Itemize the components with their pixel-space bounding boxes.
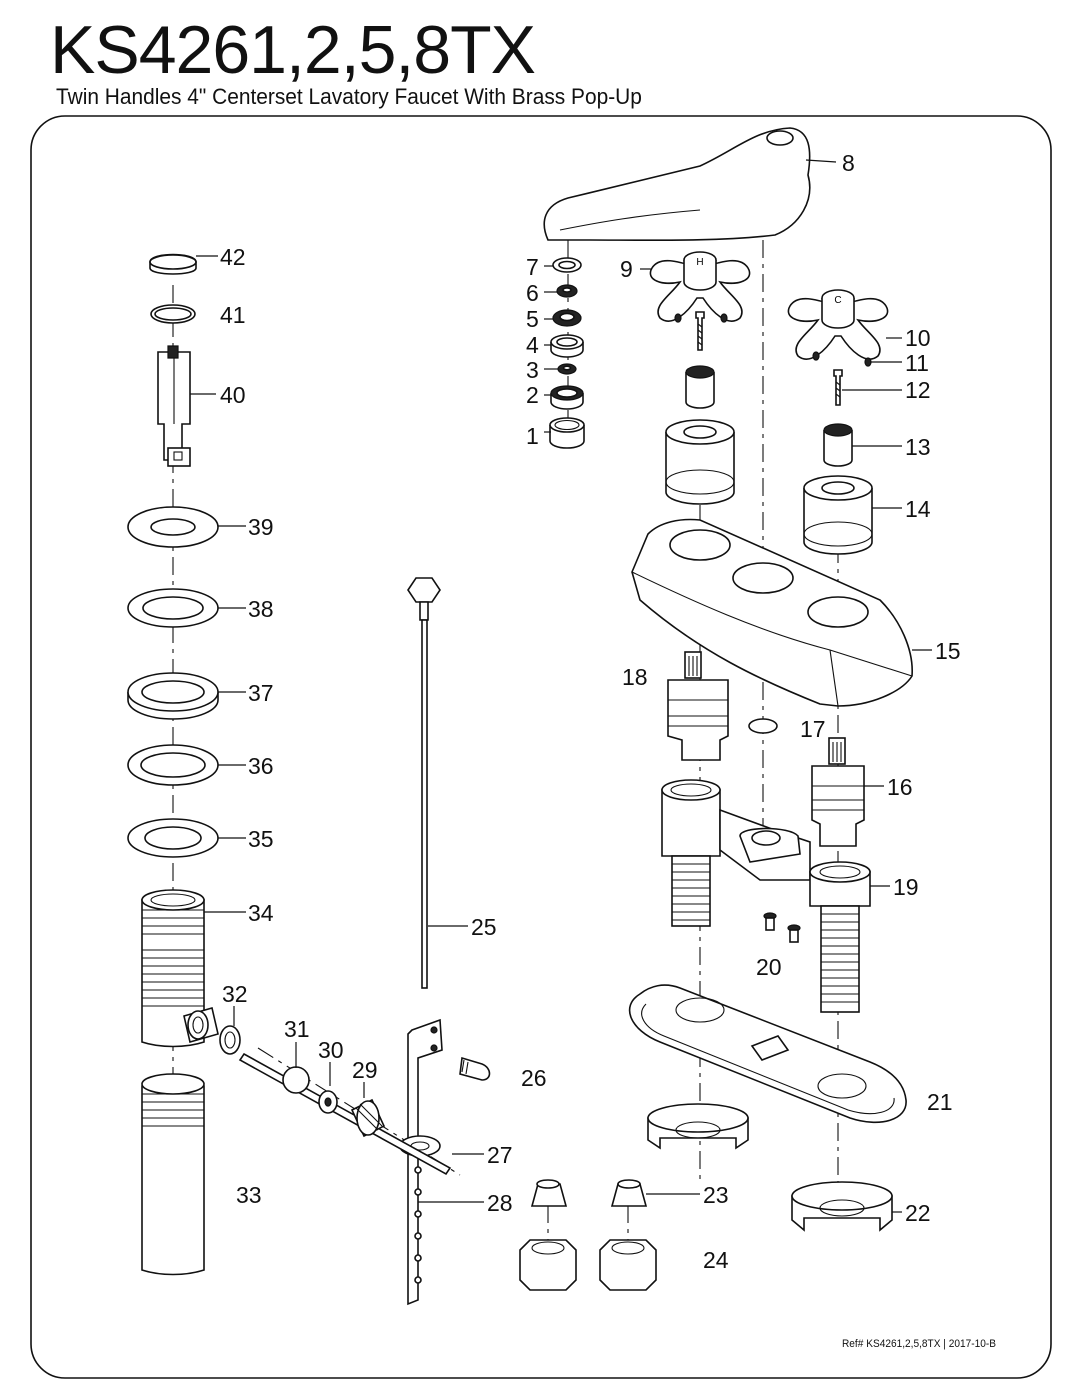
callout-7: 7 <box>526 254 539 280</box>
diagram-frame <box>30 115 1052 1379</box>
part-o-ring-17 <box>748 718 778 734</box>
callout-numbers: 1 2 3 4 5 6 7 8 9 10 11 12 13 14 15 16 1… <box>220 150 961 1273</box>
part-clevis-strap <box>399 1018 491 1306</box>
callout-13: 13 <box>905 434 931 460</box>
part-base-gasket <box>628 984 907 1124</box>
callout-36: 36 <box>248 753 274 779</box>
cold-indicator: C <box>834 295 841 306</box>
callout-21: 21 <box>927 1089 953 1115</box>
part-aerator-stack <box>549 257 585 449</box>
callout-25: 25 <box>471 914 497 940</box>
callout-11: 11 <box>905 350 929 376</box>
callout-42: 42 <box>220 244 246 270</box>
callout-35: 35 <box>248 826 274 852</box>
callout-33: 33 <box>236 1182 262 1208</box>
part-cartridges <box>667 651 865 847</box>
callout-30: 30 <box>318 1037 344 1063</box>
callout-18: 18 <box>622 664 648 690</box>
part-cold-handle: C <box>787 289 889 406</box>
part-hot-handle: H <box>649 251 751 351</box>
callout-16: 16 <box>887 774 913 800</box>
callout-2: 2 <box>526 382 539 408</box>
callout-39: 39 <box>248 514 274 540</box>
callout-41: 41 <box>220 302 246 328</box>
callout-15: 15 <box>935 638 961 664</box>
part-spout <box>543 127 811 242</box>
part-compression-fittings <box>519 1179 657 1291</box>
product-subtitle: Twin Handles 4" Centerset Lavatory Fauce… <box>56 84 642 109</box>
callout-9: 9 <box>620 256 633 282</box>
callout-31: 31 <box>284 1016 310 1042</box>
callout-14: 14 <box>905 496 931 522</box>
callout-3: 3 <box>526 357 539 383</box>
callout-37: 37 <box>248 680 274 706</box>
callout-4: 4 <box>526 332 539 358</box>
callout-8: 8 <box>842 150 855 176</box>
callout-24: 24 <box>703 1247 729 1273</box>
callout-40: 40 <box>220 382 246 408</box>
callout-22: 22 <box>905 1200 931 1226</box>
part-base-plate <box>631 518 913 707</box>
callout-leaders <box>190 159 932 1213</box>
callout-5: 5 <box>526 306 539 332</box>
model-number-title: KS4261,2,5,8TX <box>50 12 536 88</box>
callout-23: 23 <box>703 1182 729 1208</box>
part-mounting-nuts <box>647 1103 893 1232</box>
callout-26: 26 <box>521 1065 547 1091</box>
part-escutcheons <box>665 419 873 555</box>
part-drain-body <box>141 889 219 1276</box>
callout-28: 28 <box>487 1190 513 1216</box>
callout-12: 12 <box>905 377 931 403</box>
callout-29: 29 <box>352 1057 378 1083</box>
part-valve-body <box>661 779 871 1013</box>
callout-38: 38 <box>248 596 274 622</box>
callout-17: 17 <box>800 716 826 742</box>
part-pivot-assembly <box>219 1025 452 1176</box>
hot-indicator: H <box>696 257 703 268</box>
part-pop-up-stopper <box>149 253 197 467</box>
callout-1: 1 <box>526 423 539 449</box>
part-mounting-screws <box>763 912 801 943</box>
callout-34: 34 <box>248 900 274 926</box>
callout-32: 32 <box>222 981 248 1007</box>
callout-10: 10 <box>905 325 931 351</box>
part-lift-rod <box>407 577 441 989</box>
callout-19: 19 <box>893 874 919 900</box>
callout-20: 20 <box>756 954 782 980</box>
callout-27: 27 <box>487 1142 513 1168</box>
part-stem-adapters <box>685 365 853 467</box>
callout-6: 6 <box>526 280 539 306</box>
reference-number: Ref# KS4261,2,5,8TX | 2017-10-B <box>842 1338 996 1350</box>
